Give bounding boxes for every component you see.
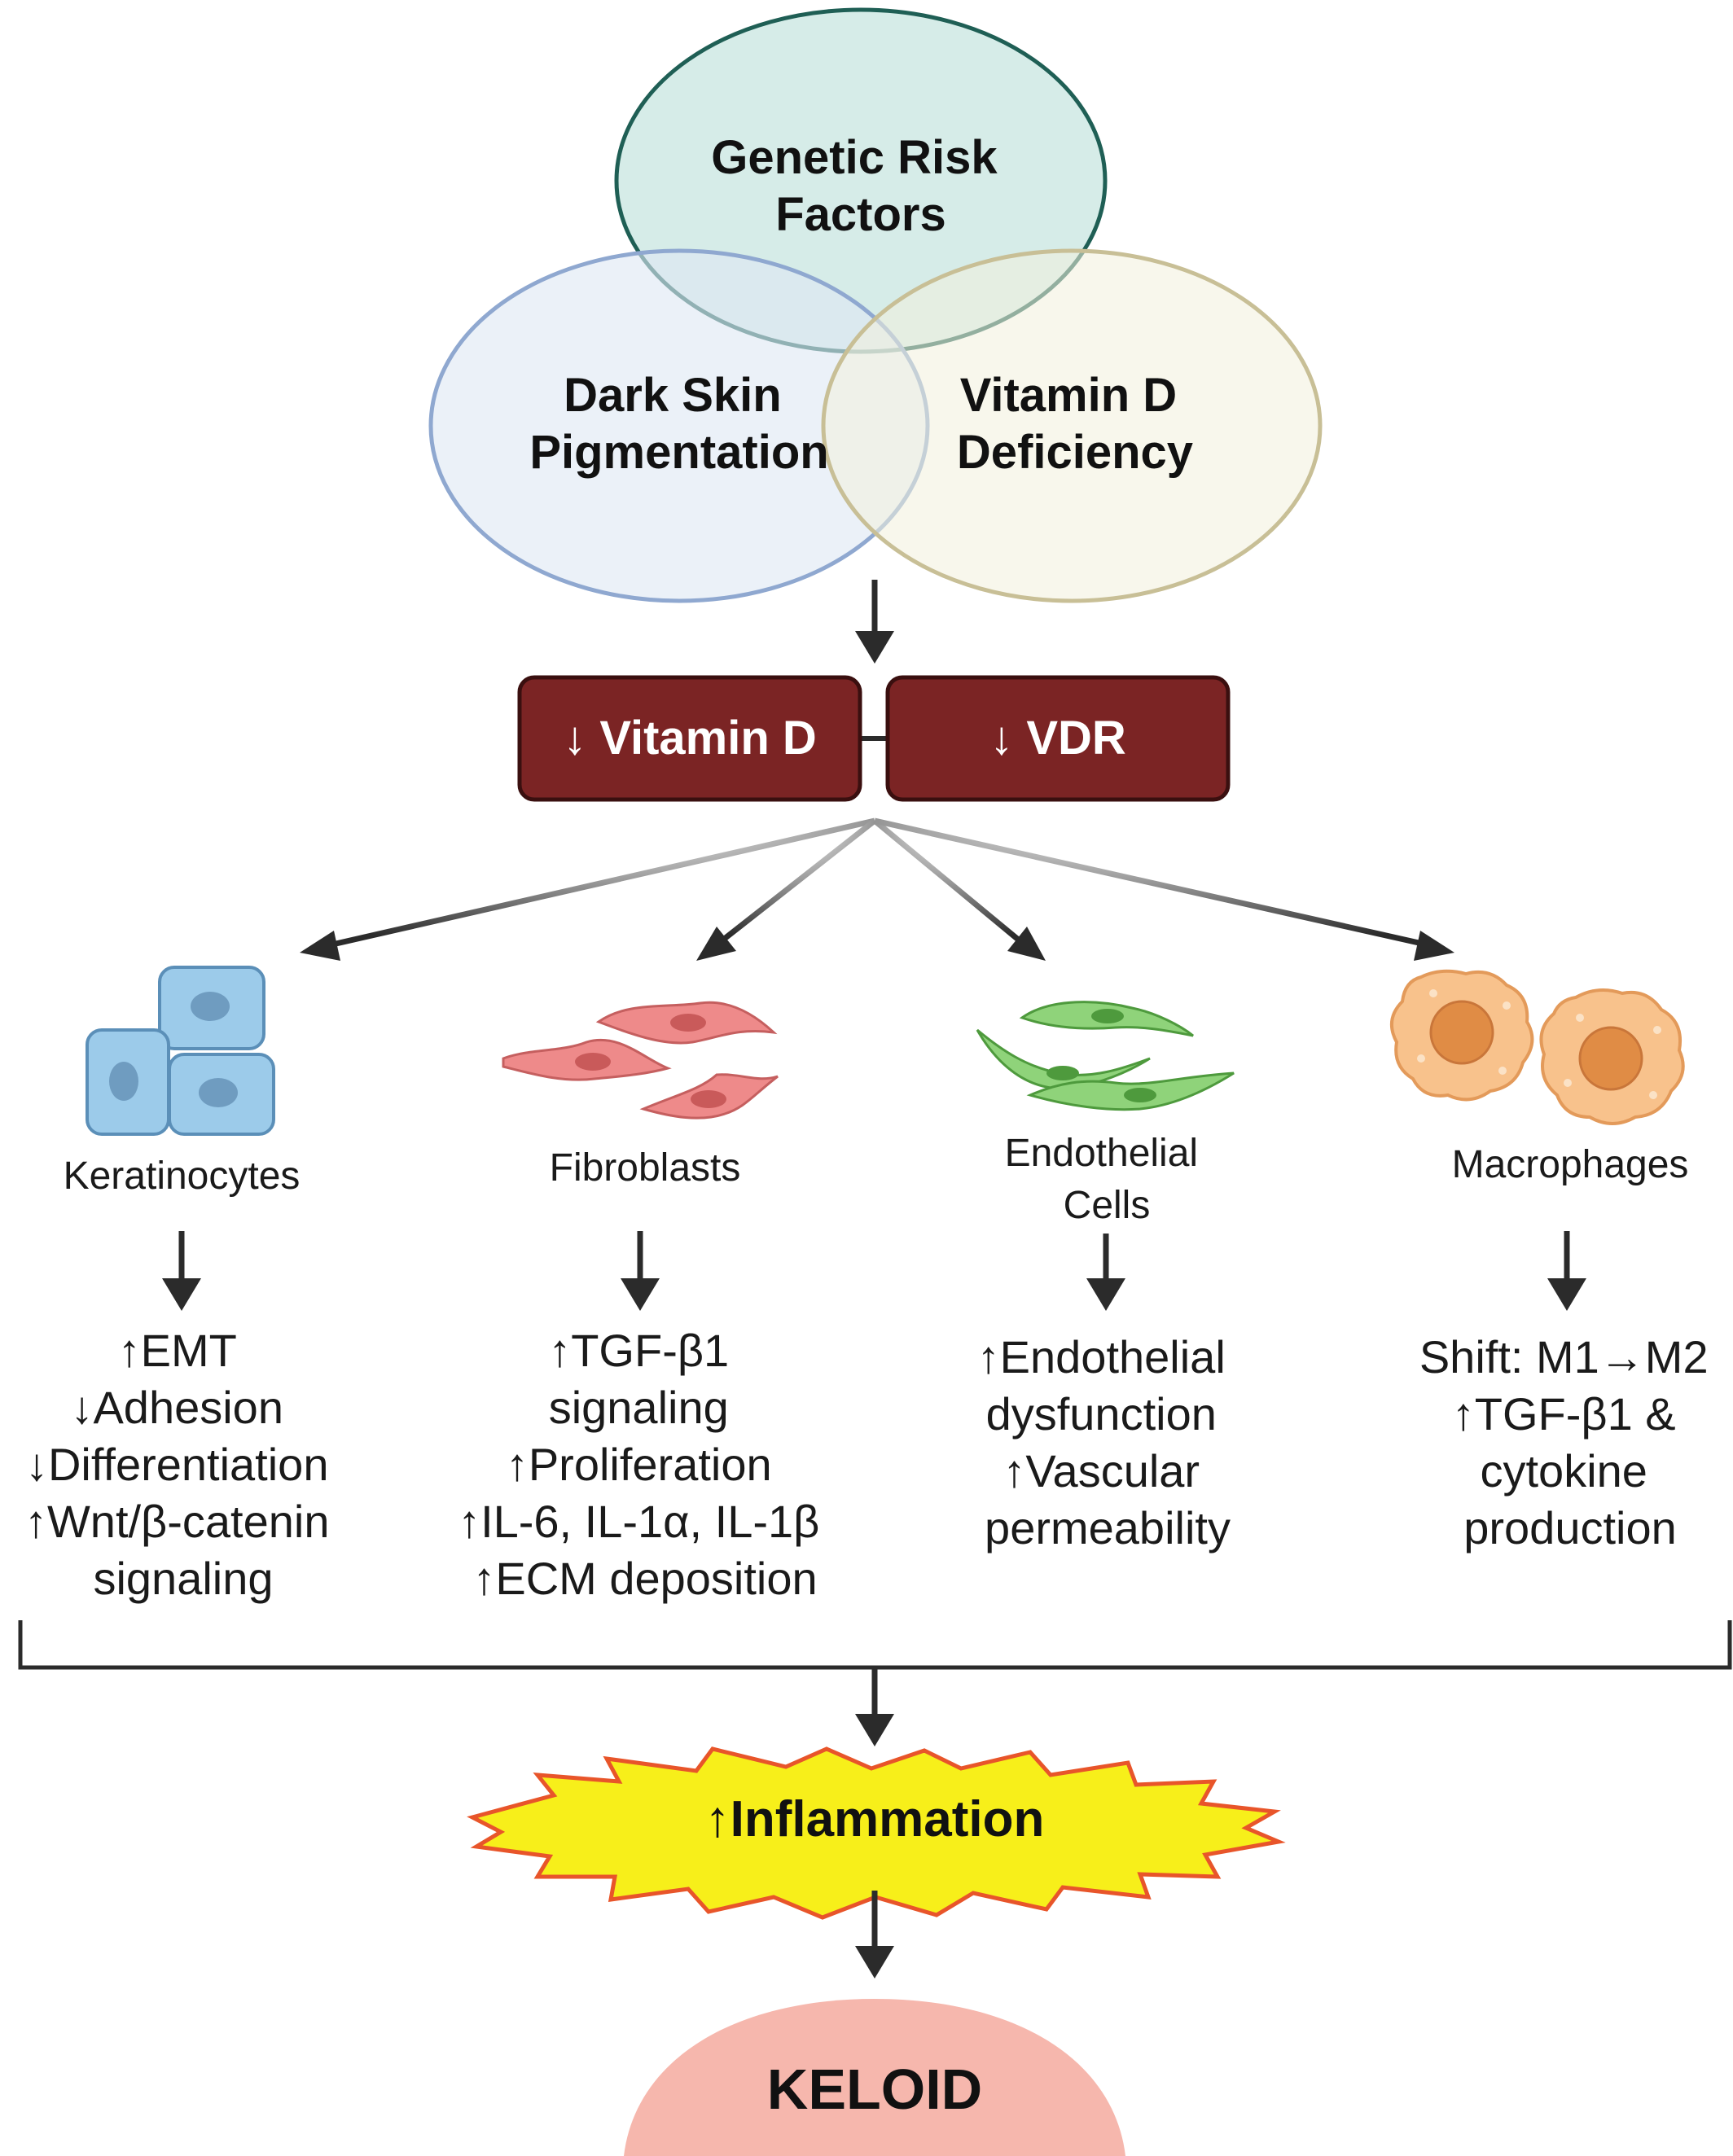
venn-circle-vitamin-d [821, 248, 1323, 603]
down-arrow-fibroblasts [621, 1231, 660, 1311]
endothelial-effects: ↑Endothelial dysfunction ↑Vascular perme… [977, 1331, 1239, 1553]
fan-arrow-endothelial [872, 818, 1029, 949]
fan-arrowhead-fibroblasts [696, 927, 736, 961]
venn-diagram: Genetic Risk Factors Dark Skin Pigmentat… [428, 7, 1323, 603]
keloid-mound: KELOID [624, 1999, 1125, 2156]
inflammation-label: ↑Inflammation [705, 1791, 1045, 1847]
vdr-box [885, 675, 1231, 802]
fibroblasts-icon [502, 1001, 779, 1120]
marker-boxes: ↓ Vitamin D ↓ VDR [517, 675, 1231, 802]
macrophages-label: Macrophages [1452, 1143, 1689, 1186]
fan-arrowhead-endothelial [1007, 927, 1046, 961]
fibroblasts-label: Fibroblasts [550, 1146, 741, 1190]
down-arrow-macrophages [1547, 1231, 1586, 1311]
arrow-to-inflammation [855, 1669, 894, 1746]
bracket [18, 1620, 1732, 1670]
vitamin-d-label: ↓ Vitamin D [563, 712, 817, 765]
endothelial-cells-icon [976, 1001, 1235, 1111]
venn-label-vitamin-d: Vitamin D Deficiency [957, 369, 1193, 479]
fan-arrow-fibroblasts [713, 818, 877, 949]
keloid-label: KELOID [767, 2057, 982, 2121]
endothelial-cells-label: Endothelial Cells [1005, 1132, 1209, 1227]
macrophages-icon [1389, 969, 1685, 1125]
down-arrow-keratinocytes [162, 1231, 201, 1311]
venn-label-genetic: Genetic Risk Factors [711, 131, 1011, 241]
fan-arrow-macrophages [874, 817, 1434, 949]
keratinocytes-label: Keratinocytes [64, 1155, 301, 1198]
down-arrow-endothelial [1086, 1234, 1125, 1311]
vitamin-d-box [517, 675, 862, 802]
fan-arrows [300, 817, 1454, 961]
fan-arrowhead-macrophages [1414, 931, 1454, 961]
arrow-venn-to-markers [855, 580, 894, 664]
fibroblasts-effects: ↑TGF-β1 signaling ↑Proliferation ↑IL-6, … [458, 1325, 832, 1604]
vdr-label: ↓ VDR [989, 712, 1126, 765]
inflammation-burst: ↑Inflammation [467, 1746, 1286, 1920]
arrow-to-keloid [855, 1891, 894, 1979]
inflammation-starburst [467, 1746, 1286, 1920]
venn-label-pigmentation: Dark Skin Pigmentation [529, 369, 828, 479]
keratinocytes-effects: ↑EMT ↓Adhesion ↓Differentiation ↑Wnt/β-c… [24, 1325, 342, 1604]
fan-arrowhead-keratinocytes [300, 931, 340, 961]
fan-arrow-keratinocytes [321, 817, 875, 950]
keratinocytes-icon [86, 966, 275, 1136]
macrophages-effects: Shift: M1→M2 ↑TGF-β1 & cytokine producti… [1419, 1331, 1721, 1553]
